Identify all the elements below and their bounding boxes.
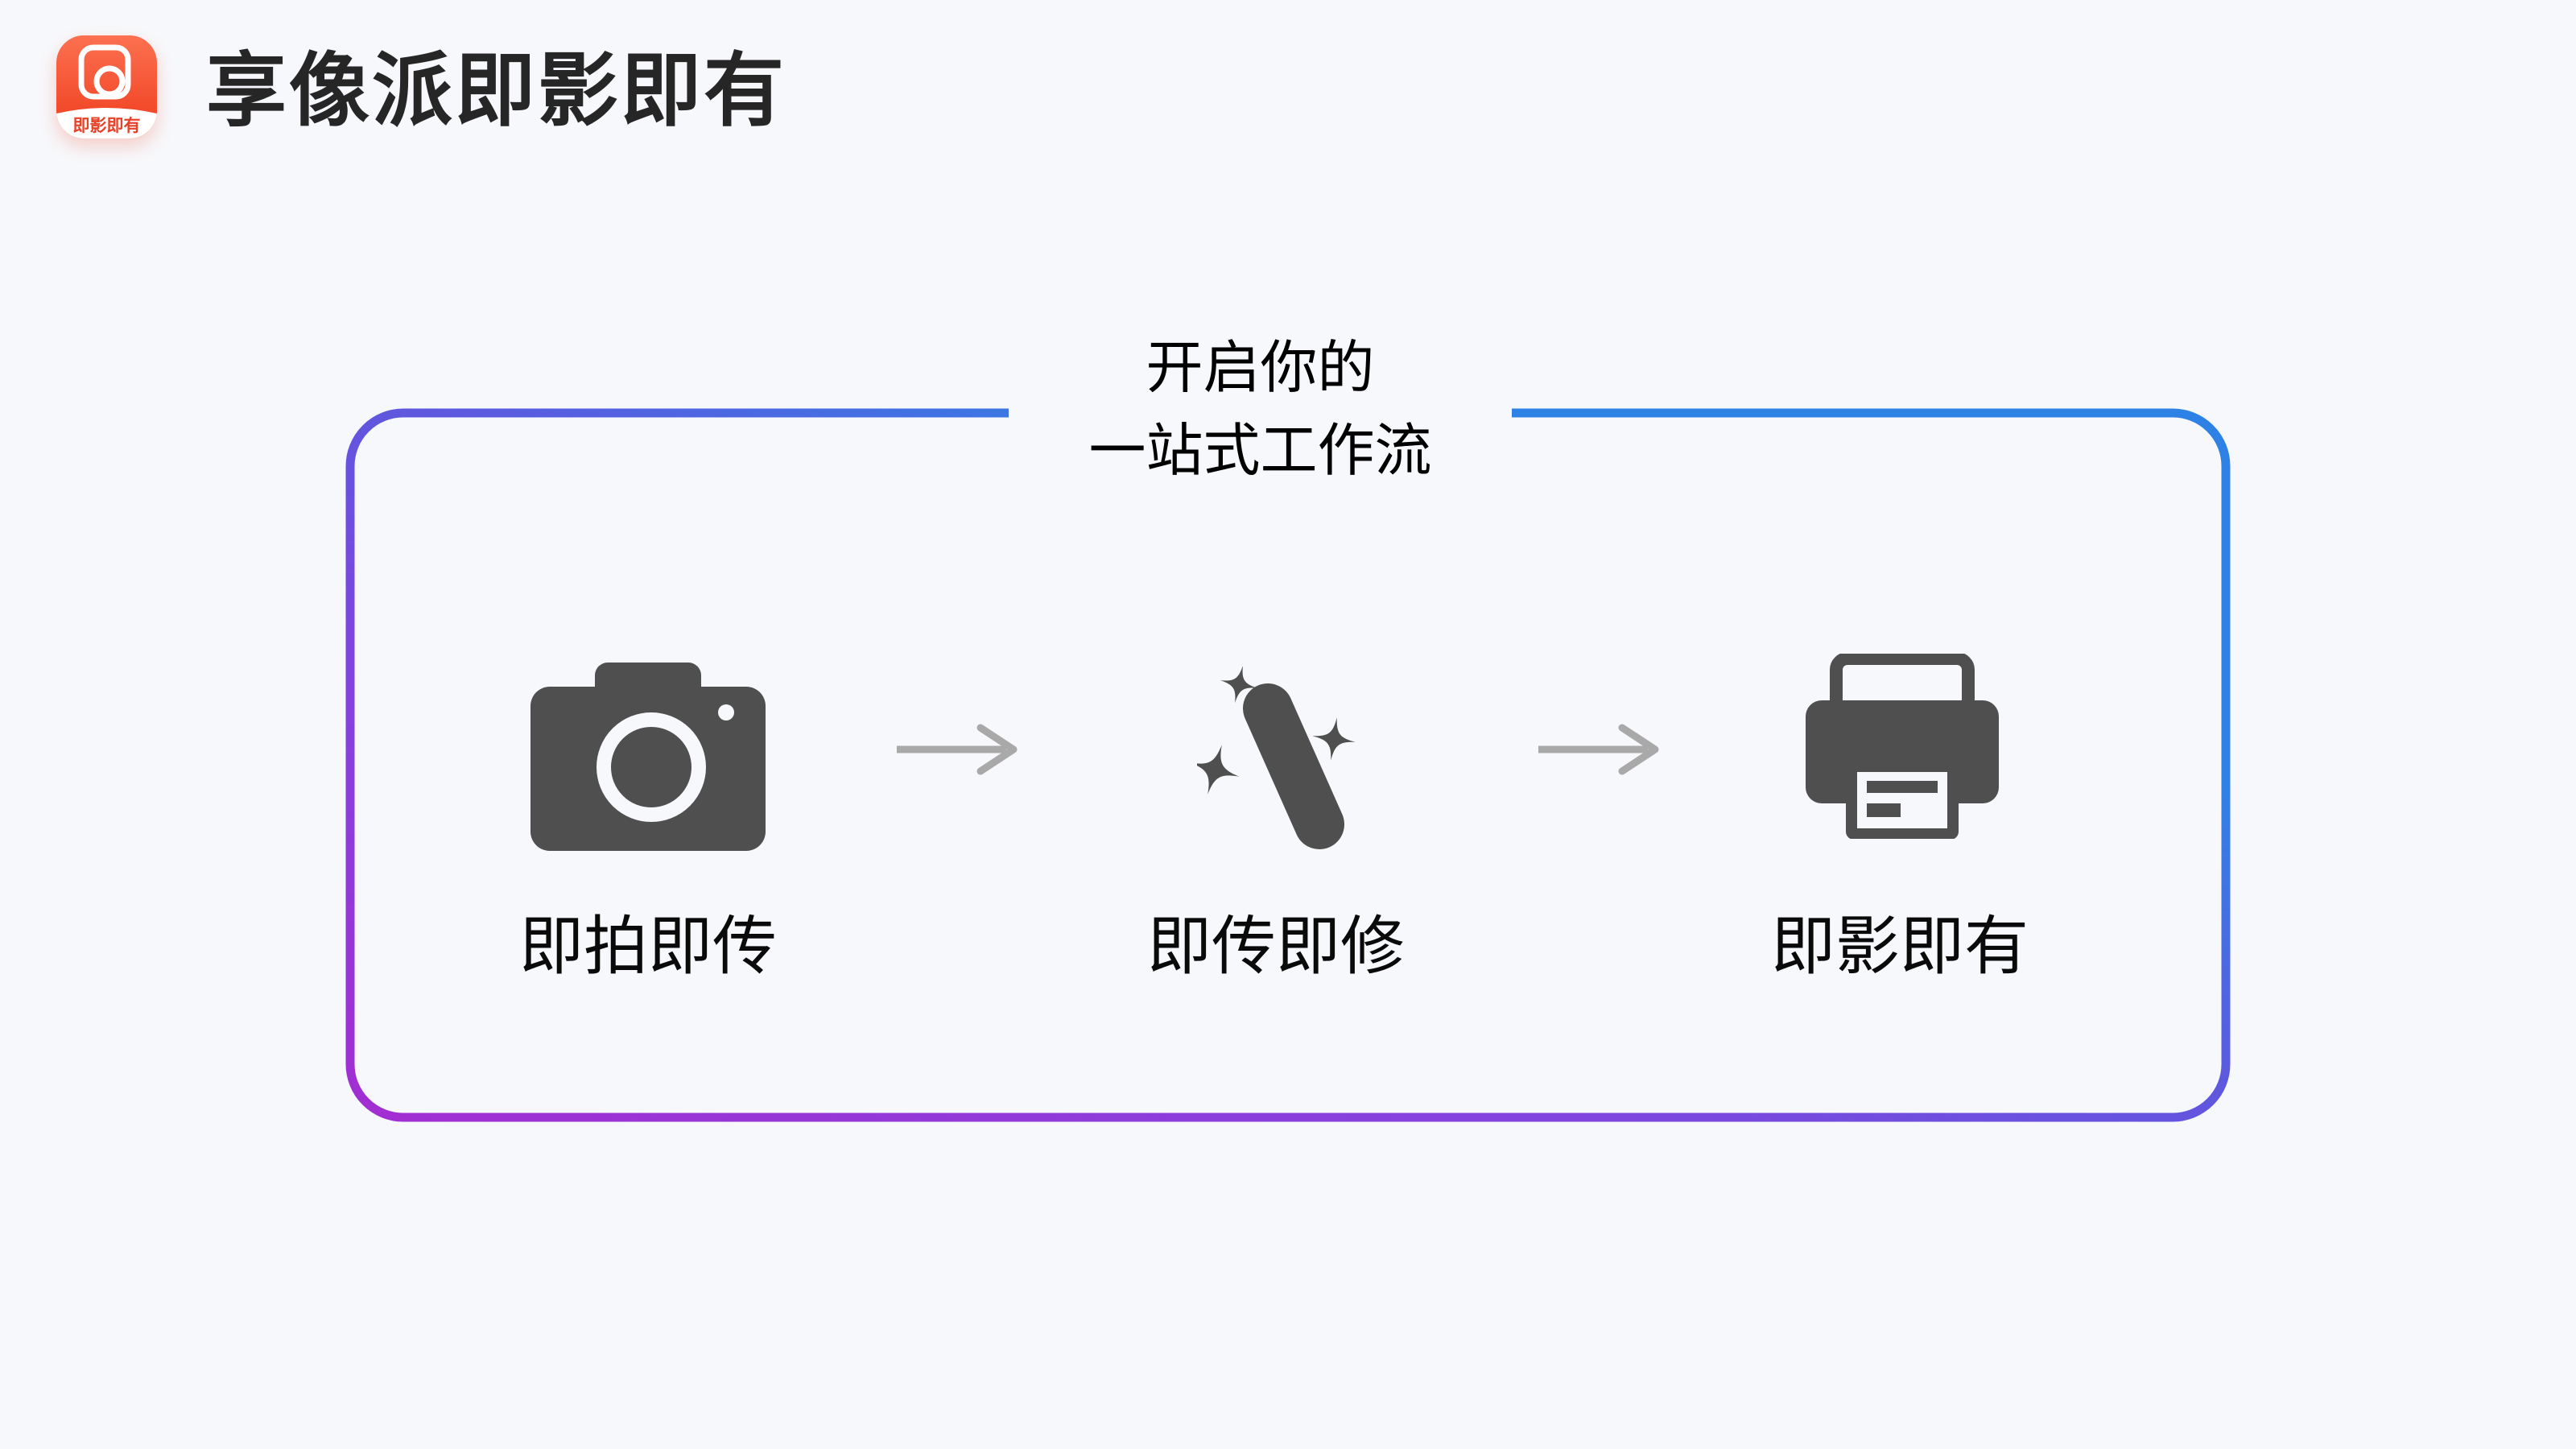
logo-wordmark: 即影即有 xyxy=(73,116,141,135)
caption-line2: 一站式工作流 xyxy=(1088,419,1432,483)
app-logo: 即影即有 xyxy=(56,35,157,138)
step-label-camera: 即拍即传 xyxy=(519,910,777,982)
step-print xyxy=(1806,652,1999,843)
step-retouch xyxy=(1190,665,1358,856)
arrow-icon xyxy=(1534,720,1670,781)
printer-icon xyxy=(1806,652,1999,840)
logo-glyph-icon: 即影即有 xyxy=(56,44,157,138)
step-label-print: 即影即有 xyxy=(1771,910,2029,982)
logo-arch xyxy=(56,108,157,138)
arrow-icon xyxy=(892,720,1029,781)
camera-icon xyxy=(530,663,766,851)
page-title: 享像派即影即有 xyxy=(206,46,786,136)
caption-line1: 开启你的 xyxy=(1146,336,1375,400)
step-camera xyxy=(530,663,766,855)
caption: 开启你的 一站式工作流 xyxy=(1009,327,1512,493)
step-label-retouch: 即传即修 xyxy=(1147,910,1405,982)
magic-wand-icon xyxy=(1190,665,1356,849)
